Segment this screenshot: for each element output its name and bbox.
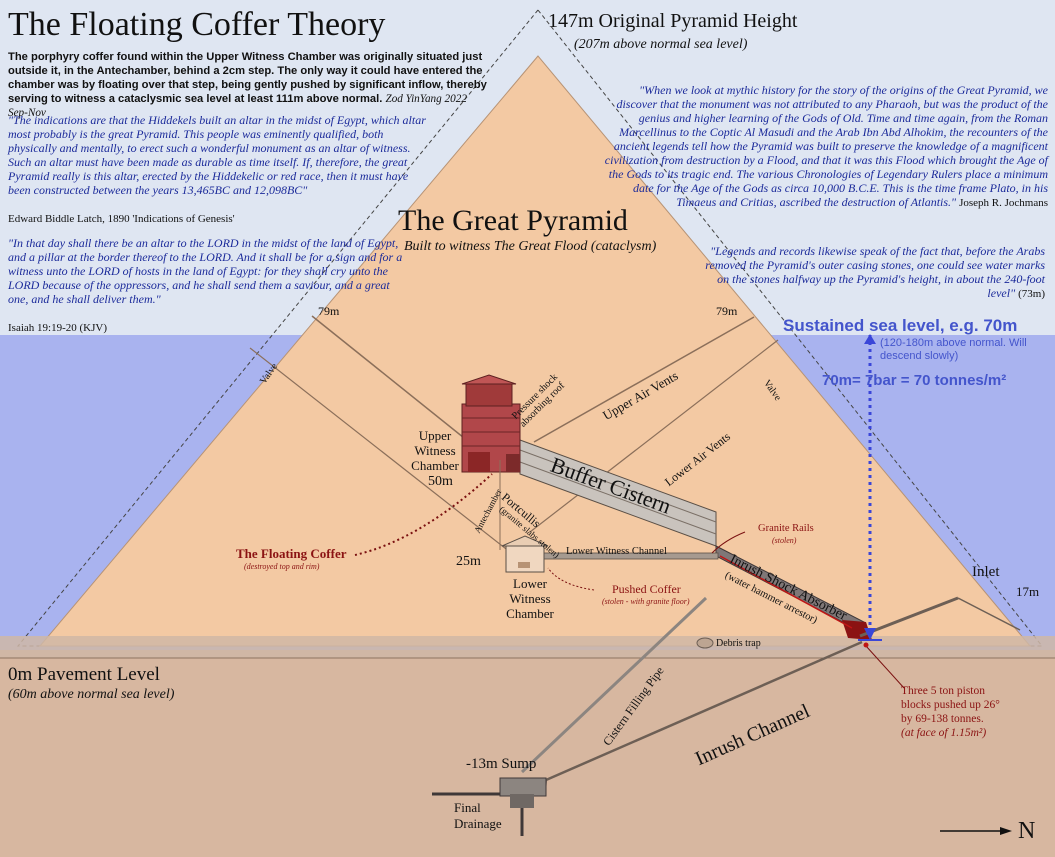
north-label: N bbox=[1018, 818, 1036, 844]
piston-pointer bbox=[865, 645, 905, 689]
inlet-line bbox=[957, 597, 1021, 631]
pyramid-title: The Great Pyramid bbox=[398, 204, 628, 237]
quote-latch-attribution: Edward Biddle Latch, 1890 'Indications o… bbox=[8, 213, 235, 225]
upper-chamber-label: Upper Witness Chamber bbox=[411, 428, 459, 473]
lower-air-vent bbox=[529, 339, 779, 533]
quote-isaiah-attribution: Isaiah 19:19-20 (KJV) bbox=[8, 322, 107, 334]
m17-label: 17m bbox=[1016, 584, 1040, 599]
piston-line-1: Three 5 ton piston bbox=[901, 685, 985, 697]
lower-chamber-label: Lower Witness Chamber bbox=[506, 576, 554, 621]
pushed-coffer-path bbox=[547, 567, 595, 591]
buffer-cistern-line bbox=[519, 461, 717, 535]
pavement-label: 0m Pavement Level bbox=[8, 664, 160, 685]
inlet-label: Inlet bbox=[972, 564, 1000, 580]
m79-left-label: 79m bbox=[318, 304, 340, 318]
m50-label: 50m bbox=[428, 474, 453, 489]
upper-witness-chamber bbox=[461, 374, 521, 473]
lower-witness-chamber bbox=[501, 535, 549, 573]
m25-label: 25m bbox=[456, 554, 481, 569]
bedrock bbox=[0, 650, 1055, 857]
original-height-sub: (207m above normal sea level) bbox=[574, 37, 748, 52]
quote-isaiah: "In that day shall there be an altar to … bbox=[8, 236, 403, 306]
original-height-label: 147m Original Pyramid Height bbox=[548, 10, 798, 32]
sea-level-note: (120-180m above normal. Will descend slo… bbox=[880, 337, 1027, 362]
north-arrow-head bbox=[1000, 827, 1012, 835]
intro-citation: Zod YinYang 2022 Sep-Nov bbox=[8, 93, 467, 119]
valve-shaft-left bbox=[249, 347, 516, 557]
piston-line-2: blocks pushed up 26° bbox=[901, 699, 1000, 711]
quote-jochmans-attribution: Joseph R. Jochmans bbox=[959, 197, 1048, 209]
inrush-channel bbox=[545, 640, 863, 782]
quote-legends: "Legends and records likewise speak of t… bbox=[700, 244, 1045, 301]
upper-air-vent-right bbox=[533, 316, 755, 443]
sea-level-arrow-tail bbox=[864, 334, 876, 344]
debris-trap-label: Debris trap bbox=[716, 638, 761, 649]
piston-dot bbox=[863, 642, 869, 648]
floating-coffer-path bbox=[354, 473, 493, 556]
debris-trap bbox=[696, 637, 714, 649]
sump-label: -13m Sump bbox=[466, 756, 537, 772]
sump bbox=[432, 777, 547, 836]
piston-line-4: (at face of 1.15m²) bbox=[901, 727, 987, 739]
m79-right-label: 79m bbox=[716, 304, 738, 318]
intro-body: The porphyry coffer found within the Upp… bbox=[8, 51, 487, 105]
inlet-passage bbox=[859, 596, 959, 638]
pushed-coffer-note: (stolen - with granite floor) bbox=[602, 597, 690, 606]
cistern-filling-pipe bbox=[520, 596, 708, 774]
quote-latch: "The indications are that the Hiddekels … bbox=[8, 113, 426, 197]
intro-text: The porphyry coffer found within the Upp… bbox=[8, 50, 488, 120]
quote-legends-body: "Legends and records likewise speak of t… bbox=[705, 244, 1045, 300]
pressure-label: 70m= 7bar = 70 tonnes/m² bbox=[822, 372, 1007, 389]
final-drainage-label: Final Drainage bbox=[454, 800, 502, 831]
page-title: The Floating Coffer Theory bbox=[8, 6, 386, 43]
pyramid-subtitle: Built to witness The Great Flood (catacl… bbox=[404, 239, 657, 254]
quote-jochmans-body: "When we look at mythic history for the … bbox=[604, 83, 1048, 209]
pavement-band bbox=[0, 636, 1055, 658]
piston-line-3: by 69-138 tonnes. bbox=[901, 713, 984, 725]
pavement-note: (60m above normal sea level) bbox=[8, 687, 175, 702]
sea-level-arrow-head bbox=[864, 628, 876, 640]
buffer-cistern-line bbox=[519, 449, 717, 523]
pushed-coffer-label: Pushed Coffer bbox=[612, 582, 681, 596]
granite-rails-note: (stolen) bbox=[772, 536, 797, 545]
granite-rails-label: Granite Rails bbox=[758, 523, 814, 534]
granite-rails-pointer bbox=[711, 531, 746, 554]
quote-legends-attribution: (73m) bbox=[1018, 288, 1045, 300]
floating-coffer-label: The Floating Coffer bbox=[236, 546, 347, 561]
granite-rails bbox=[719, 555, 853, 629]
piston-text: Three 5 ton piston blocks pushed up 26° … bbox=[901, 684, 1000, 740]
sea-level-label: Sustained sea level, e.g. 70m bbox=[783, 316, 1018, 335]
floating-coffer-note: (destroyed top and rim) bbox=[244, 562, 320, 571]
lower-channel-label: Lower Witness Channel bbox=[566, 546, 667, 557]
quote-jochmans: "When we look at mythic history for the … bbox=[596, 83, 1048, 210]
